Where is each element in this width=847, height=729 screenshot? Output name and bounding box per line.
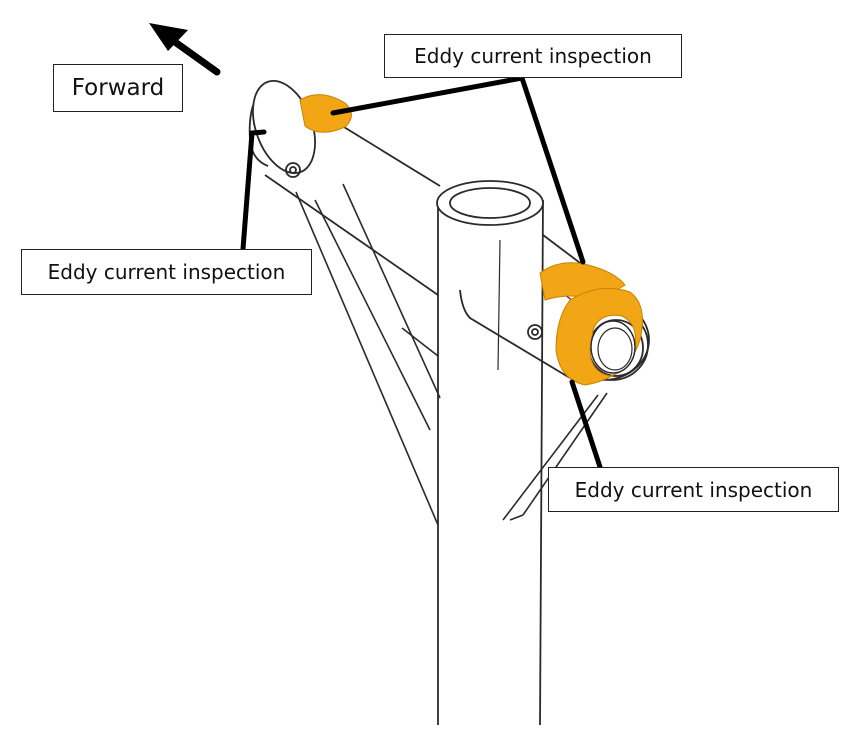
inspection-zones	[299, 94, 643, 386]
leader-right	[569, 379, 603, 470]
leader-lines	[240, 75, 603, 470]
inspection-label-right: Eddy current inspection	[548, 467, 839, 512]
leader-top-right	[519, 75, 586, 265]
inspection-zone-top	[299, 94, 352, 133]
forward-arrow-icon	[149, 23, 221, 76]
vertical-tube	[436, 180, 544, 726]
leader-top-left	[330, 75, 525, 116]
inspection-label-top: Eddy current inspection	[384, 34, 682, 78]
leader-left	[240, 129, 267, 252]
inspection-label-left: Eddy current inspection	[21, 249, 312, 295]
forward-label: Forward	[53, 64, 183, 112]
diagonal-brace	[295, 183, 441, 526]
